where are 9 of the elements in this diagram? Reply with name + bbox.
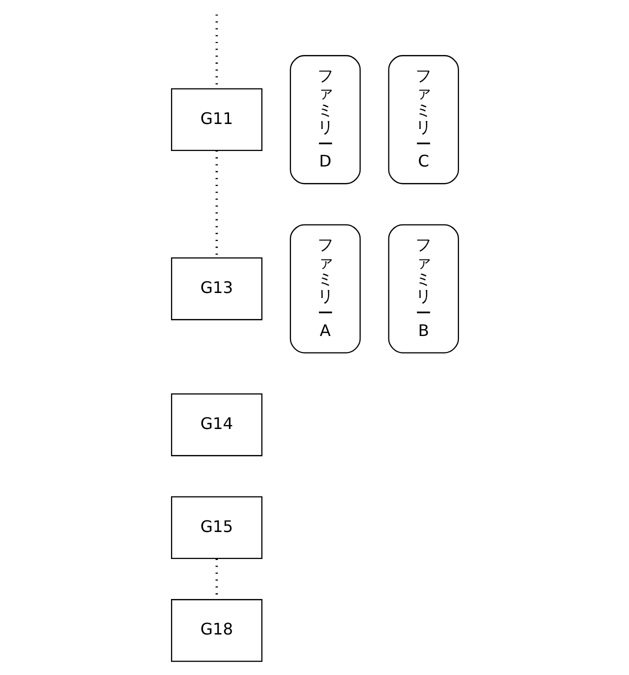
node-box: G13 [170, 257, 262, 320]
node-box: G11 [170, 88, 262, 152]
node-box: ファミリーB [388, 224, 458, 354]
node-box: G14 [170, 393, 262, 456]
node-box: ファミリーD [289, 55, 360, 184]
node-box: ファミリーC [388, 55, 458, 184]
node-box: G15 [170, 496, 262, 560]
node-box: G18 [170, 599, 262, 662]
node-box: ファミリーA [289, 224, 360, 354]
